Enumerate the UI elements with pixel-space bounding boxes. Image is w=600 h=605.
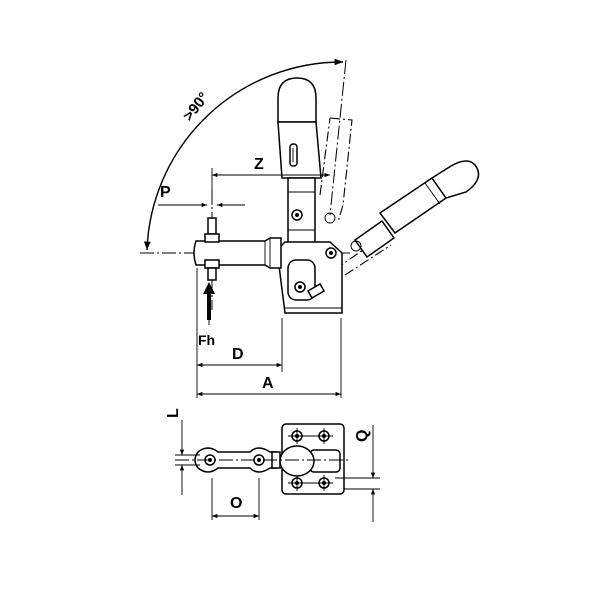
open-handle	[319, 160, 480, 281]
p-label: P	[160, 184, 171, 201]
fh-label: Fh	[198, 332, 215, 348]
spindle	[204, 217, 220, 281]
z-label: Z	[254, 156, 264, 173]
force-arrow	[203, 282, 215, 325]
top-view: L O Q	[165, 408, 380, 522]
side-view: >90°	[140, 58, 480, 398]
a-label: A	[262, 375, 274, 392]
ghost-handle	[319, 117, 353, 224]
clamp-base	[276, 241, 343, 314]
mounting-holes	[288, 428, 333, 491]
q-label: Q	[354, 430, 371, 442]
o-label: O	[230, 495, 242, 512]
d-label: D	[232, 346, 244, 363]
l-label: L	[165, 408, 182, 418]
angle-arc	[143, 58, 344, 251]
angle-label: >90°	[180, 89, 213, 124]
